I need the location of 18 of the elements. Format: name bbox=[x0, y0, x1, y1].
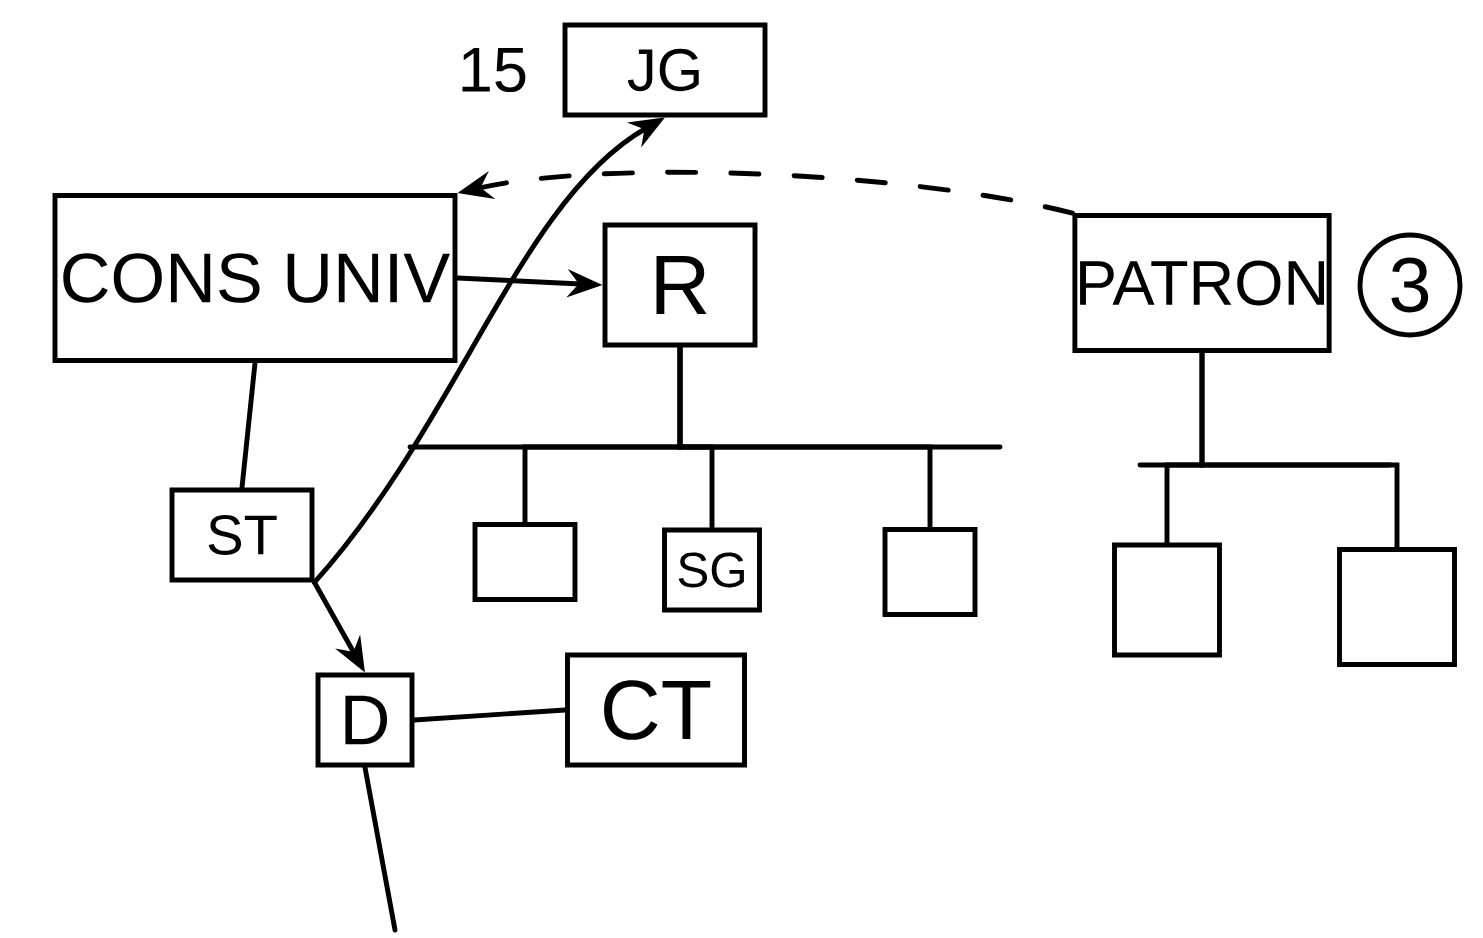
empty-box bbox=[1337, 547, 1457, 667]
entity-box: R bbox=[602, 222, 758, 348]
empty-box bbox=[882, 527, 978, 617]
empty-box bbox=[472, 522, 578, 602]
entity-box: PATRON bbox=[1072, 213, 1332, 353]
entity-box: ST bbox=[169, 487, 315, 583]
side-number: 15 bbox=[462, 47, 526, 93]
connector-line bbox=[677, 345, 933, 530]
entity-box: CONS UNIV bbox=[52, 193, 458, 363]
entity-box: D bbox=[315, 672, 415, 768]
connector-line bbox=[362, 765, 398, 933]
entity-box: JG bbox=[562, 22, 768, 118]
entity-box: CT bbox=[565, 652, 747, 768]
empty-box bbox=[1112, 542, 1222, 658]
connector-line bbox=[239, 360, 258, 490]
entity-box: SG bbox=[662, 527, 762, 613]
connector-line bbox=[412, 707, 568, 723]
connector-line bbox=[1199, 350, 1400, 550]
